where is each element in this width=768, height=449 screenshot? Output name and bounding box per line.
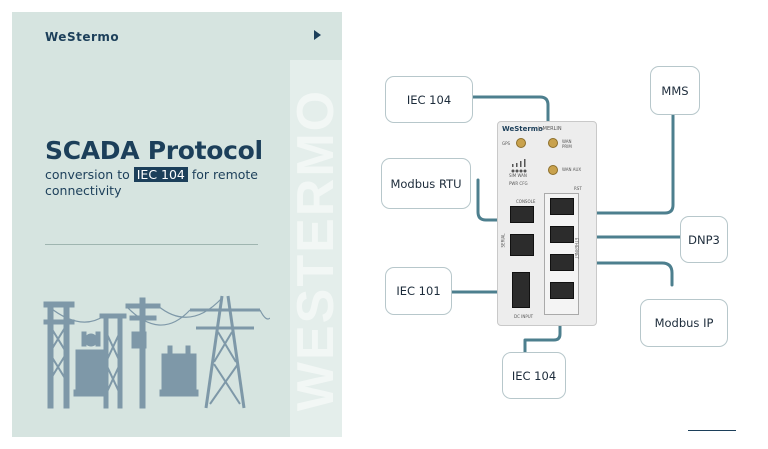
page-title: SCADA Protocol [45, 136, 263, 165]
ethernet-label: ETHERNET [574, 237, 580, 260]
signal-indicator-icon [511, 159, 527, 173]
ethernet-port-2 [550, 226, 574, 243]
sim-wan-label: SIM WAN [509, 173, 527, 178]
wan-aux-antenna-connector [548, 165, 558, 175]
ethernet-port-4 [550, 282, 574, 299]
play-icon[interactable] [314, 30, 321, 40]
label-iec-101: IEC 101 [385, 267, 452, 315]
serial-port [510, 234, 534, 256]
gps-label: GPS [502, 141, 511, 146]
subtitle-highlight: IEC 104 [133, 167, 188, 182]
label-mms: MMS [650, 66, 700, 115]
device-model: |•MERLIN [538, 126, 562, 132]
gps-antenna-connector [516, 138, 526, 148]
console-label: CONSOLE [516, 199, 536, 204]
wan-aux-label: WAN AUX [562, 167, 582, 172]
wan-prim-antenna-connector [548, 138, 558, 148]
subtitle-text-before: conversion to [45, 167, 134, 182]
subtitle-text-after: for remote connectivity [45, 167, 258, 198]
dc-input-connector [512, 272, 530, 308]
page-subtitle: conversion to IEC 104 for remote connect… [45, 167, 285, 199]
label-modbus-rtu: Modbus RTU [381, 158, 471, 209]
serial-label: SERIAL [500, 233, 506, 248]
label-dnp3: DNP3 [680, 216, 728, 263]
label-iec-104-top: IEC 104 [385, 76, 473, 123]
pwr-cfg-label: PWR CFG [509, 181, 528, 186]
ethernet-port-1 [550, 198, 574, 215]
rst-label: RST [574, 186, 582, 191]
device-brand: WeStermo [502, 125, 543, 133]
ethernet-port-3 [550, 254, 574, 271]
label-iec-104-bottom: IEC 104 [502, 352, 566, 399]
wan-prim-label: WAN PRIM [562, 139, 572, 149]
dc-input-label: DC INPUT [514, 314, 534, 319]
watermark-strip [290, 60, 342, 437]
westermo-logo: WeStermo [45, 30, 120, 44]
divider [45, 244, 258, 245]
label-modbus-ip: Modbus IP [640, 299, 728, 347]
console-port [510, 206, 534, 223]
substation-illustration [43, 295, 270, 409]
decorative-line [688, 430, 736, 431]
